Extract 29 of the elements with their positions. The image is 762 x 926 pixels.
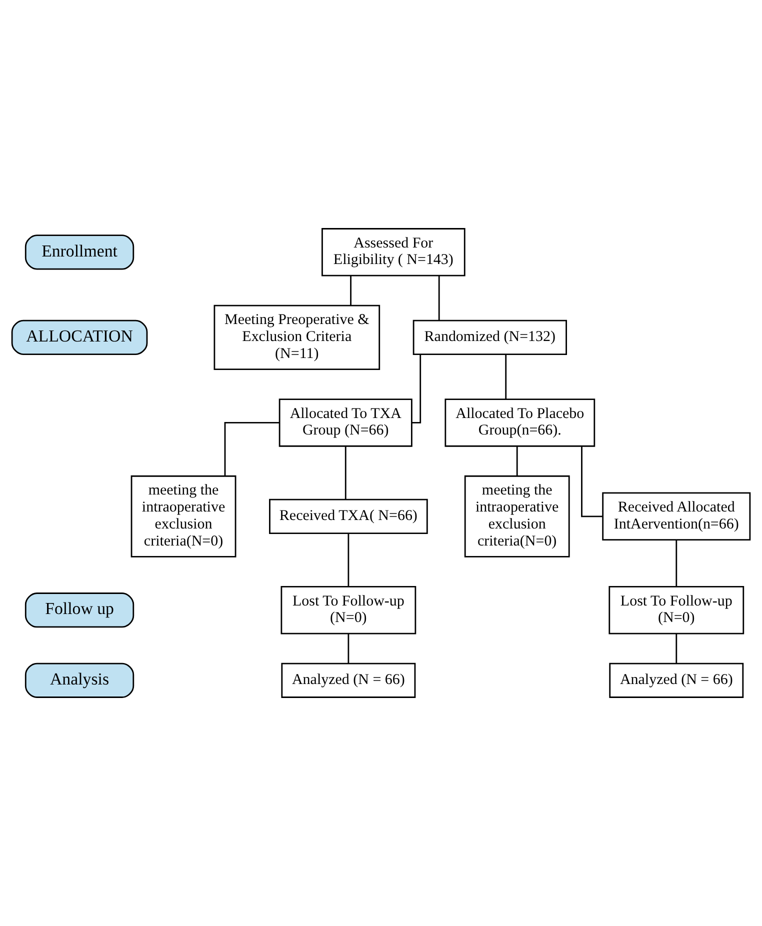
connector	[348, 534, 350, 587]
node-box: Lost To Follow-up (N=0)	[280, 586, 416, 634]
connector	[412, 354, 422, 424]
connector	[224, 422, 280, 476]
node-box: Allocated To Placebo Group(n=66).	[444, 398, 596, 447]
connector	[505, 354, 507, 400]
node-box: Analyzed (N = 66)	[281, 662, 416, 698]
node-box: Meeting Preoperative & Exclusion Criteria (N=11)	[214, 304, 380, 370]
node-box: Analysis	[24, 662, 134, 698]
node-box: Analyzed (N = 66)	[609, 662, 744, 698]
node-box: Received TXA( N=66)	[269, 498, 428, 534]
node-box: ALLOCATION	[11, 320, 148, 355]
connector	[581, 446, 603, 518]
node-box: Received Allocated IntAervention(n=66)	[602, 492, 751, 541]
connector	[676, 634, 678, 664]
node-box: meeting the intraoperative exclusion criteria(N=0)	[464, 475, 570, 558]
node-box: Lost To Follow-up (N=0)	[608, 586, 744, 634]
node-box: Allocated To TXA Group (N=66)	[278, 398, 412, 447]
connector	[344, 446, 346, 500]
connector	[516, 446, 518, 476]
node-box: Randomized (N=132)	[412, 320, 567, 355]
connector	[350, 276, 352, 306]
node-box: Enrollment	[24, 234, 134, 270]
connector	[348, 634, 350, 664]
connector	[438, 276, 440, 321]
node-box: Assessed For Eligibility ( N=143)	[322, 228, 466, 276]
node-box: Follow up	[24, 592, 134, 628]
connector	[676, 540, 678, 586]
node-box: meeting the intraoperative exclusion criteria(N=0)	[130, 475, 236, 558]
